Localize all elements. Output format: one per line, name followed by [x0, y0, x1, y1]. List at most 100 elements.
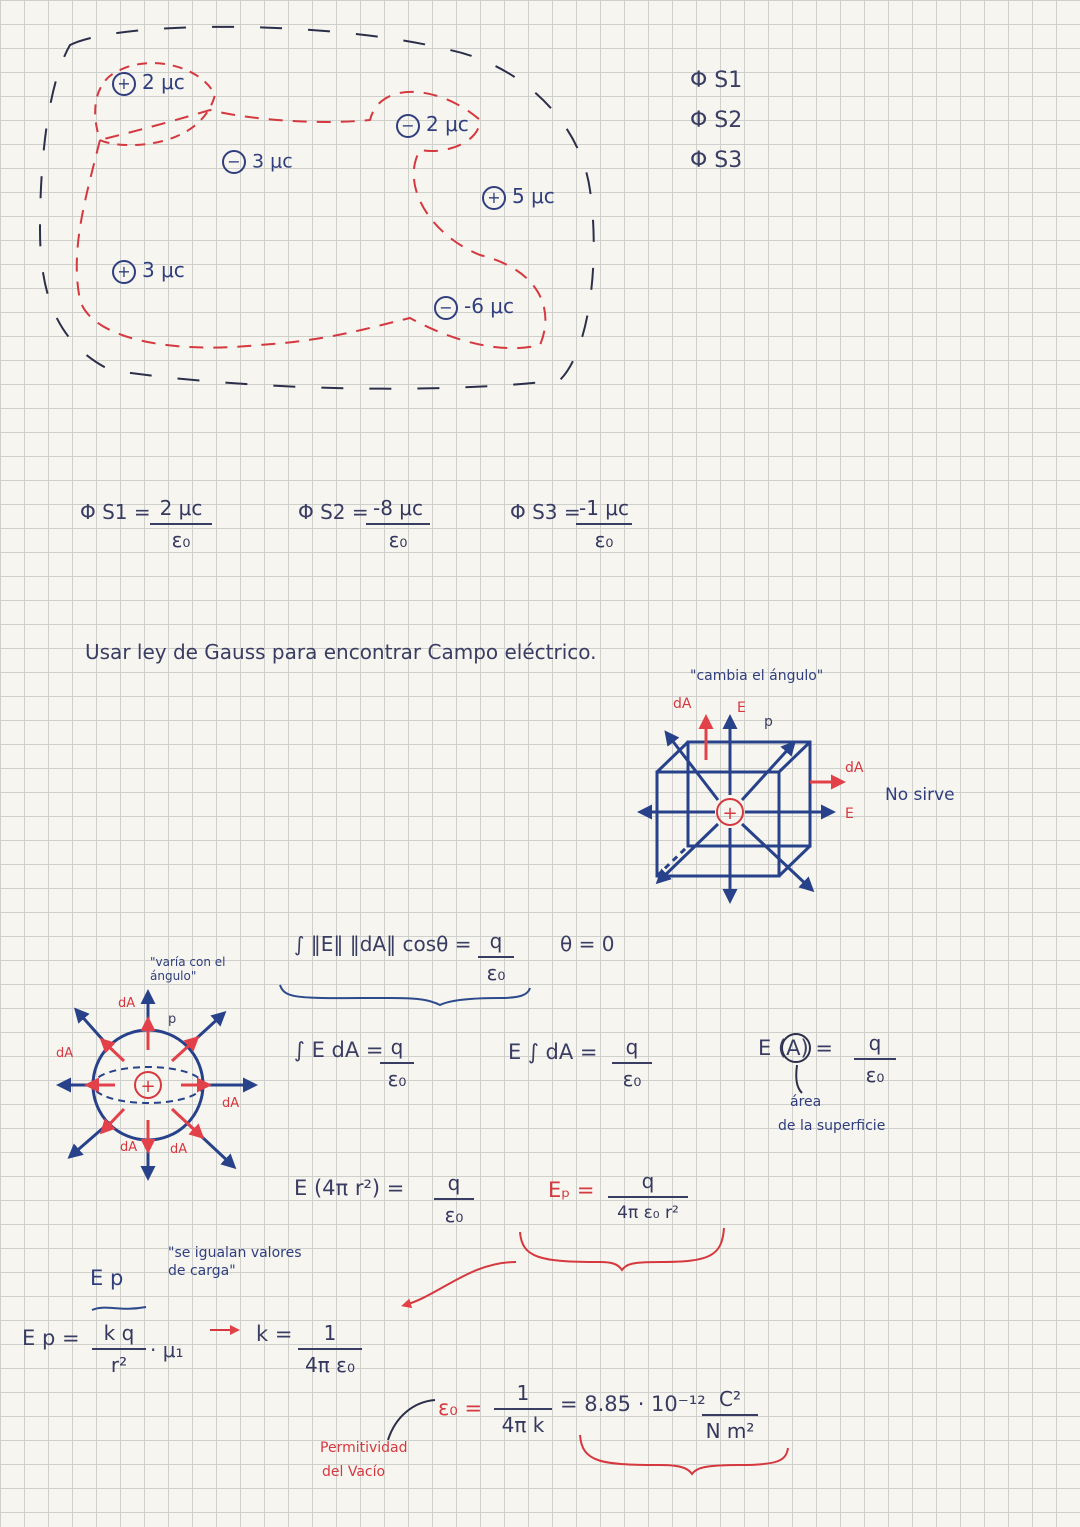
sphere-label-p: p	[168, 1012, 177, 1027]
fraction-denominator: r²	[110, 1353, 128, 1377]
svg-text:+: +	[722, 803, 737, 824]
underline-ep	[91, 1306, 147, 1311]
arrow-permittivity	[387, 1399, 436, 1441]
sphere-eq-lhs: E (4π r²) =	[294, 1176, 405, 1200]
equal-note: "se igualan valores de carga"	[168, 1245, 302, 1279]
fraction-numerator: 1	[323, 1321, 337, 1345]
area-note: de la superficie	[778, 1118, 886, 1134]
arrow-brace-to-ep	[401, 1261, 517, 1309]
theta-value: θ = 0	[560, 932, 615, 956]
area-circle	[781, 1033, 811, 1063]
fraction-numerator: q	[868, 1031, 882, 1055]
flux-result-label: Φ S2 =	[298, 500, 369, 524]
pulled-lhs: E ∫ dA =	[508, 1040, 598, 1064]
positive-charge-icon: +	[112, 71, 136, 96]
fraction-denominator: 4π ε₀	[305, 1353, 355, 1377]
flux-list-item: Φ S1	[690, 68, 743, 93]
sphere-diagram: +	[56, 989, 258, 1181]
flux-result-label: Φ S3 =	[510, 500, 581, 524]
eps-value: = 8.85 · 10⁻¹²	[560, 1392, 706, 1416]
charge-label: 2 μc	[426, 112, 469, 136]
negative-charge-icon: −	[434, 295, 458, 320]
cube-note: "cambia el ángulo"	[690, 668, 824, 684]
fraction-numerator: q	[641, 1169, 655, 1193]
surface-s2-outline	[75, 90, 547, 350]
sphere-label-dA: dA	[56, 1046, 74, 1061]
cube-verdict: No sirve	[885, 785, 955, 805]
charge-item: −-6 μc	[434, 294, 514, 320]
sphere-eq-fraction: q ε₀	[434, 1170, 474, 1228]
eps-note: del Vacío	[322, 1464, 386, 1480]
area-fraction: q ε₀	[854, 1030, 896, 1088]
fraction-numerator: q	[390, 1035, 404, 1059]
fraction-denominator: 4π ε₀ r²	[617, 1203, 679, 1223]
coulomb-fraction: k q r²	[92, 1320, 146, 1378]
brace-integral	[279, 984, 531, 1007]
area-note: área	[790, 1094, 822, 1110]
charge-label: 5 μc	[512, 184, 555, 208]
brace-ep	[519, 1227, 725, 1272]
brace-eps-value	[579, 1434, 789, 1476]
positive-charge-icon: +	[482, 185, 506, 210]
eps-fraction: 1 4π k	[494, 1380, 552, 1438]
fraction-denominator: ε₀	[594, 528, 614, 552]
flux-result-fraction: -1 μc ε₀	[576, 495, 632, 553]
fraction-numerator: q	[489, 929, 503, 953]
flux-result-fraction: -8 μc ε₀	[366, 495, 430, 553]
fraction-numerator: 1	[516, 1381, 530, 1405]
integral-fraction: q ε₀	[478, 928, 514, 986]
positive-charge-icon: +	[112, 259, 136, 284]
pulled-fraction: q ε₀	[612, 1034, 652, 1092]
ep-fraction: q 4π ε₀ r²	[608, 1168, 688, 1226]
charge-item: −2 μc	[396, 112, 469, 138]
k-lhs: k =	[256, 1322, 293, 1346]
surface-s3-outline	[38, 25, 595, 390]
sphere-label-dA: dA	[222, 1096, 240, 1111]
arrow-area-note	[795, 1064, 803, 1094]
cube-label-dA-right: dA	[845, 760, 864, 776]
negative-charge-icon: −	[222, 150, 246, 174]
eps-note: Permitividad	[320, 1440, 408, 1456]
charge-item: +3 μc	[112, 258, 185, 284]
ep-label: E p	[90, 1266, 124, 1290]
fraction-numerator: -8 μc	[372, 496, 424, 520]
charge-label: 3 μc	[252, 150, 293, 173]
fraction-denominator: ε₀	[622, 1067, 642, 1091]
ep-lhs: Eₚ =	[548, 1178, 595, 1202]
fraction-denominator: ε₀	[444, 1203, 464, 1227]
fraction-numerator: C²	[719, 1387, 741, 1411]
area-lhs: E (A) =	[758, 1036, 833, 1060]
fraction-denominator: ε₀	[171, 528, 191, 552]
charge-label: 2 μc	[142, 70, 185, 94]
charge-item: +2 μc	[112, 70, 185, 96]
fraction-denominator: ε₀	[865, 1063, 885, 1087]
surface-s1-outline	[94, 62, 217, 147]
negative-charge-icon: −	[396, 113, 420, 138]
fraction-denominator: ε₀	[486, 961, 506, 985]
flux-list-item: Φ S3	[690, 148, 743, 173]
fraction-numerator: k q	[103, 1321, 135, 1345]
fraction-denominator: 4π k	[501, 1413, 545, 1437]
eps-unit-fraction: C² N m²	[702, 1386, 758, 1444]
charge-label: -6 μc	[464, 294, 515, 318]
unit-vector: · μ₁	[150, 1338, 184, 1362]
simplified-fraction: q ε₀	[380, 1034, 414, 1092]
cube-label-E: E	[737, 700, 746, 716]
fraction-denominator: N m²	[705, 1419, 755, 1443]
coulomb-lhs: E p =	[22, 1326, 80, 1350]
fraction-denominator: ε₀	[387, 1067, 407, 1091]
sphere-note: "varía con el ángulo"	[150, 955, 226, 983]
charge-label: 3 μc	[142, 258, 185, 282]
fraction-numerator: -1 μc	[578, 496, 630, 520]
flux-result-label: Φ S1 =	[80, 500, 151, 524]
sphere-label-dA: dA	[170, 1142, 188, 1157]
sphere-label-dA: dA	[118, 996, 136, 1011]
charge-item: +5 μc	[482, 184, 555, 210]
flux-list-item: Φ S2	[690, 108, 743, 133]
eps-lhs: ε₀ =	[438, 1396, 483, 1420]
k-fraction: 1 4π ε₀	[298, 1320, 362, 1378]
svg-text:+: +	[140, 1076, 155, 1097]
fraction-numerator: q	[625, 1035, 639, 1059]
cube-label-dA: dA	[673, 696, 692, 712]
